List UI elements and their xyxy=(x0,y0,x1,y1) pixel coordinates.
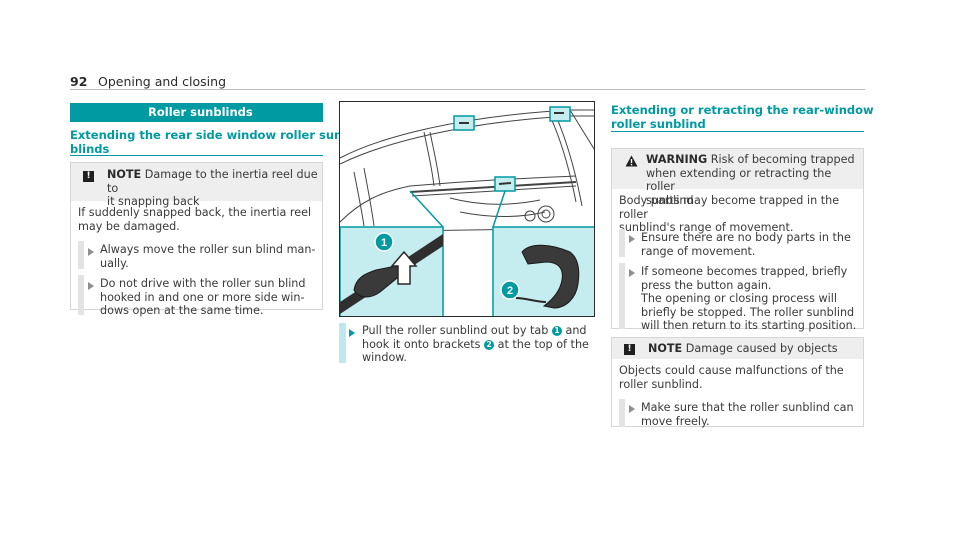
callout-2-badge: 2 xyxy=(484,339,495,350)
step-bar xyxy=(78,241,84,269)
right-note-title: NOTE Damage caused by objects xyxy=(648,342,838,355)
right-note-box: ! NOTE Damage caused by objects Objects … xyxy=(611,337,864,428)
instruction-step-bar xyxy=(339,323,346,363)
right-warning-text: Body parts may become trapped in the rol… xyxy=(619,194,840,234)
left-note-step-2: Do not drive with the roller sun blind h… xyxy=(100,277,306,317)
sunblind-illustration: 1 2 xyxy=(339,101,595,317)
right-warning-step-2: If someone becomes trapped, briefly pres… xyxy=(641,265,857,332)
callout-1-label: 1 xyxy=(381,237,387,249)
right-note-header: ! NOTE Damage caused by objects xyxy=(612,338,863,359)
page-section-title: Opening and closing xyxy=(98,74,227,89)
step-arrow-icon xyxy=(88,282,94,290)
right-note-step-1: Make sure that the roller sunblind can m… xyxy=(641,401,854,428)
step-arrow-icon xyxy=(629,235,635,243)
right-warning-box: WARNING Risk of becoming trapped when ex… xyxy=(611,148,864,332)
left-note-header: ! NOTE Damage to the inertia reel due to… xyxy=(71,163,322,208)
callout-2-label: 2 xyxy=(507,285,513,297)
header-rule xyxy=(70,89,865,90)
right-heading: Extending or retracting the rear-window … xyxy=(611,103,874,131)
step-bar xyxy=(78,275,84,315)
section-title-bar: Roller sunblinds xyxy=(70,103,323,122)
page-number: 92 xyxy=(70,74,88,89)
right-note-text: Objects could cause malfunctions of the … xyxy=(619,364,844,391)
step-bar xyxy=(619,229,625,257)
step-bar xyxy=(619,399,625,427)
notice-icon: ! xyxy=(83,171,94,182)
left-note-step-1: Always move the roller sun blind man- ua… xyxy=(100,243,316,270)
middle-instruction: Pull the roller sunblind out by tab 1 an… xyxy=(362,324,589,364)
notice-icon: ! xyxy=(624,344,635,355)
right-warning-header: WARNING Risk of becoming trapped when ex… xyxy=(612,149,863,207)
callout-1-badge: 1 xyxy=(551,326,562,336)
rear-window-drawing: 1 2 xyxy=(340,106,594,316)
right-heading-rule xyxy=(611,131,864,132)
left-heading: Extending the rear side window roller su… xyxy=(70,128,348,156)
step-arrow-icon xyxy=(349,329,355,337)
right-warning-title: WARNING Risk of becoming trapped when ex… xyxy=(646,153,855,207)
left-note-title: NOTE Damage to the inertia reel due to i… xyxy=(107,168,318,208)
warning-triangle-icon xyxy=(625,155,638,167)
step-arrow-icon xyxy=(88,248,94,256)
left-heading-rule xyxy=(70,155,323,156)
right-warning-step-1: Ensure there are no body parts in the ra… xyxy=(641,231,851,258)
left-note-text: If suddenly snapped back, the inertia re… xyxy=(78,206,312,233)
step-arrow-icon xyxy=(629,269,635,277)
left-note-box: ! NOTE Damage to the inertia reel due to… xyxy=(70,162,323,317)
step-arrow-icon xyxy=(629,405,635,413)
left-note-body: If suddenly snapped back, the inertia re… xyxy=(71,201,322,317)
step-bar xyxy=(619,263,625,329)
